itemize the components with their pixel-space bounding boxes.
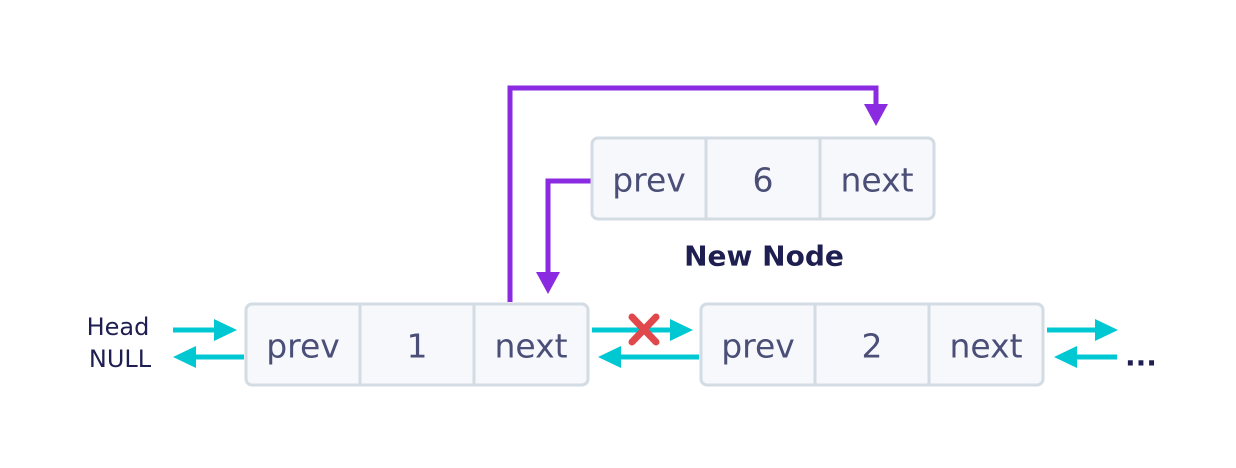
insert-arrows <box>507 85 888 302</box>
node1-next-to-node2-arrowhead <box>670 319 693 341</box>
null-label: NULL <box>89 345 152 373</box>
node-1: prev 1 next <box>244 302 590 387</box>
node-2: prev 2 next <box>699 302 1045 387</box>
node-2-prev-cell: prev <box>721 327 795 366</box>
new-node-prev-cell: prev <box>612 161 686 200</box>
node-2-next-cell: next <box>949 327 1022 366</box>
new-node-next-cell: next <box>840 161 913 200</box>
node2-rest-arrows <box>1047 319 1118 368</box>
removed-link-cross-icon <box>628 313 660 346</box>
node1-next-to-new-node-arrow <box>507 85 879 302</box>
head-null-arrows <box>173 319 244 368</box>
new-node-box <box>590 136 936 221</box>
node-1-value-cell: 1 <box>407 327 428 366</box>
node2-next-to-rest-arrowhead <box>1095 319 1118 341</box>
node-1-next-cell: next <box>494 327 567 366</box>
node-1-prev-cell: prev <box>266 327 340 366</box>
ellipsis-label: ... <box>1125 340 1157 373</box>
node-2-value-cell: 2 <box>862 327 883 366</box>
new-node-prev-to-node1-arrowhead <box>536 272 560 294</box>
rest-to-node2-prev-arrowhead <box>1054 346 1077 368</box>
new-node: prev 6 next <box>590 136 936 221</box>
head-label: Head <box>87 313 150 341</box>
node-1-box <box>244 302 590 387</box>
node1-next-to-new-node-arrowhead <box>864 104 888 126</box>
node-2-box <box>699 302 1045 387</box>
head-to-node1-arrowhead <box>214 319 237 341</box>
node2-prev-to-node1-arrowhead <box>598 346 621 368</box>
node1-prev-to-null-arrowhead <box>173 346 196 368</box>
node1-node2-arrows <box>592 319 699 368</box>
new-node-value-cell: 6 <box>753 161 774 200</box>
new-node-label: New Node <box>684 240 844 273</box>
new-node-prev-to-node1-arrow <box>545 178 592 275</box>
